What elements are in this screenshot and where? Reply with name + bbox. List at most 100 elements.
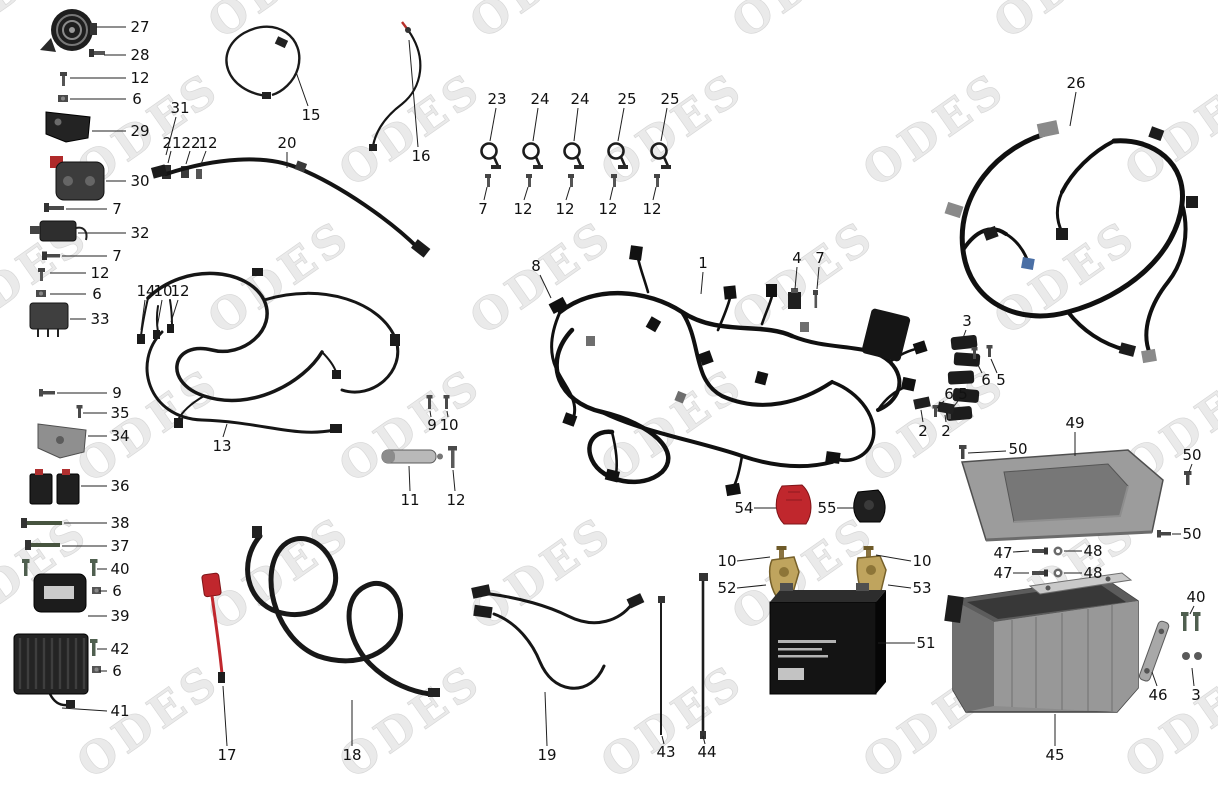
cylinder-11 [381, 449, 443, 464]
leader-line-10 [156, 299, 163, 329]
main-harness-1 [548, 245, 928, 497]
bolts-50 [959, 445, 1192, 538]
part-number-18: 18 [342, 746, 361, 764]
part-number-38: 38 [110, 514, 129, 532]
terminal-cover-54 [775, 484, 812, 525]
part-number-43: 43 [656, 743, 675, 761]
bracket-34 [37, 423, 87, 459]
leader-line-2 [944, 414, 947, 423]
part-number-6: 6 [981, 371, 991, 389]
leader-line-12 [565, 186, 571, 201]
relay-4 [788, 288, 801, 309]
leader-line-44 [702, 735, 706, 745]
cable-20 [150, 157, 431, 258]
part-number-48: 48 [1083, 564, 1102, 582]
part-number-47: 47 [993, 564, 1012, 582]
part-number-6: 6 [92, 285, 102, 303]
diagram-artwork [13, 9, 1202, 739]
panel-49 [961, 449, 1164, 542]
part-number-26: 26 [1066, 74, 1085, 92]
part-number-37: 37 [110, 537, 129, 555]
leader-line-15 [295, 71, 309, 107]
leader-line-9 [429, 410, 432, 418]
part-number-9: 9 [427, 416, 437, 434]
leader-line-4 [794, 266, 798, 290]
part-number-10: 10 [439, 416, 458, 434]
part-number-10: 10 [153, 282, 172, 300]
watermark-text: ODES [592, 654, 754, 789]
part-number-5: 5 [958, 385, 968, 403]
leader-line-5 [950, 400, 959, 411]
leader-line-5 [990, 358, 998, 374]
part-number-12: 12 [170, 282, 189, 300]
harness-26 [944, 120, 1198, 364]
leader-lines-layer [50, 26, 1195, 747]
leader-line-12 [452, 469, 456, 492]
part-number-12: 12 [446, 491, 465, 509]
watermark-text: ODES [461, 506, 623, 641]
part-number-12: 12 [513, 200, 532, 218]
relay-33 [29, 302, 69, 337]
leader-line-12 [199, 150, 207, 168]
part-number-54: 54 [734, 499, 753, 517]
screws-40-left [22, 559, 98, 576]
part-number-32: 32 [130, 224, 149, 242]
leader-line-25 [617, 107, 625, 142]
screws-9-10-mid [426, 395, 450, 409]
part-number-49: 49 [1065, 414, 1084, 432]
part-number-2: 2 [918, 422, 928, 440]
screws-40-right [1181, 612, 1201, 631]
solenoid-30 [50, 156, 105, 201]
part-number-15: 15 [301, 106, 320, 124]
part-number-55: 55 [817, 499, 836, 517]
part-number-34: 34 [110, 427, 129, 445]
leader-line-16 [408, 39, 419, 148]
leader-line-21 [167, 150, 172, 164]
part-number-20: 20 [277, 134, 296, 152]
leader-line-6 [936, 400, 945, 409]
watermark-text: ODES [199, 210, 361, 345]
part-number-12: 12 [90, 264, 109, 282]
watermark-text: ODES [330, 654, 492, 789]
watermark-text: ODES [1116, 62, 1218, 197]
part-number-19: 19 [537, 746, 556, 764]
leader-line-50 [1188, 463, 1193, 473]
bolt-9-left [39, 389, 55, 397]
leader-line-8 [539, 274, 552, 299]
part-number-24: 24 [530, 90, 549, 108]
bolt-28 [89, 49, 105, 57]
part-number-33: 33 [90, 310, 109, 328]
regulator-41 [13, 633, 89, 708]
bolt-7a [44, 203, 64, 212]
leader-line-6 [975, 360, 983, 374]
part-number-6: 6 [112, 662, 122, 680]
part-number-48: 48 [1083, 542, 1102, 560]
leader-line-3 [1191, 667, 1195, 687]
cdi-39 [33, 573, 87, 613]
wire-15 [225, 25, 301, 99]
part-number-17: 17 [217, 746, 236, 764]
leader-line-1 [700, 271, 704, 295]
watermark-text: ODES [330, 358, 492, 493]
part-number-7: 7 [112, 200, 122, 218]
part-number-27: 27 [130, 18, 149, 36]
fuses-2 [913, 396, 955, 415]
part-number-13: 13 [212, 437, 231, 455]
part-number-4: 4 [792, 249, 802, 267]
leader-line-7 [816, 266, 820, 290]
leader-line-41 [61, 707, 108, 712]
part-number-7: 7 [478, 200, 488, 218]
part-number-8: 8 [531, 257, 541, 275]
cable-17 [201, 572, 225, 683]
watermark-text: ODES [68, 654, 230, 789]
part-number-2: 2 [941, 422, 951, 440]
bolt-38 [21, 518, 62, 528]
part-number-50: 50 [1182, 446, 1201, 464]
part-number-25: 25 [660, 90, 679, 108]
watermark-text: ODES [985, 0, 1147, 49]
leader-line-31 [165, 116, 177, 156]
battery-box-45 [944, 572, 1139, 713]
part-number-25: 25 [617, 90, 636, 108]
